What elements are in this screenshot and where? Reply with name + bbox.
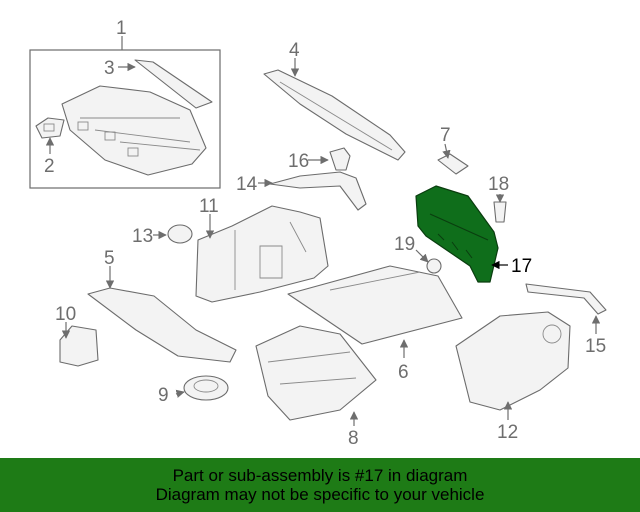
notice-banner: Part or sub-assembly is #17 in diagram D… — [0, 458, 640, 512]
callout-11: 11 — [199, 196, 219, 217]
leader-19 — [415, 249, 429, 263]
callout-4: 4 — [289, 40, 300, 61]
part-7-pad[interactable] — [437, 153, 469, 175]
callout-10: 10 — [55, 304, 76, 325]
part-12-right-side-trim[interactable] — [455, 311, 571, 411]
callout-8: 8 — [348, 428, 359, 449]
callout-5: 5 — [104, 248, 115, 269]
callout-17: 17 — [511, 256, 532, 277]
callout-15: 15 — [585, 336, 606, 357]
part-15-trim-rod[interactable] — [525, 283, 607, 315]
part-2-clip-bracket[interactable] — [35, 117, 65, 139]
part-5-side-lining[interactable] — [87, 287, 237, 363]
callout-18: 18 — [488, 174, 509, 195]
part-8-tire-tub[interactable] — [255, 325, 377, 421]
part-1-package-tray-assembly[interactable] — [29, 49, 221, 189]
callout-6: 6 — [398, 362, 409, 383]
callout-13: 13 — [132, 226, 153, 247]
part-3-trim-strip[interactable] — [134, 59, 213, 109]
part-18-clip[interactable] — [493, 201, 507, 223]
part-16-push-clip[interactable] — [329, 147, 351, 171]
part-9-spacer[interactable] — [183, 375, 229, 401]
callout-19: 19 — [394, 234, 415, 255]
notice-line-1: Part or sub-assembly is #17 in diagram — [172, 466, 468, 485]
leader-7 — [442, 143, 451, 159]
callout-1: 1 — [116, 18, 127, 39]
notice-line-2: Diagram may not be specific to your vehi… — [155, 485, 485, 504]
part-19-grommet[interactable] — [426, 258, 442, 274]
part-14-trim-strip[interactable] — [269, 171, 367, 211]
callout-12: 12 — [497, 422, 518, 443]
callout-3: 3 — [104, 58, 115, 79]
callout-16: 16 — [288, 151, 309, 172]
part-17-rear-trim-panel[interactable] — [415, 185, 499, 283]
part-6-floor-mat[interactable] — [287, 265, 463, 345]
part-4-trim-panel[interactable] — [263, 69, 406, 161]
callout-9: 9 — [158, 385, 169, 406]
callout-7: 7 — [440, 125, 451, 146]
leader-9 — [175, 389, 185, 398]
part-13-round-cap[interactable] — [167, 224, 193, 244]
part-11-side-trim-panel[interactable] — [195, 205, 329, 303]
callout-14: 14 — [236, 174, 258, 195]
callout-2: 2 — [44, 156, 55, 177]
parts-diagram: 1 3 2 4 7 16 14 11 13 5 10 6 9 8 18 19 1… — [29, 18, 607, 449]
